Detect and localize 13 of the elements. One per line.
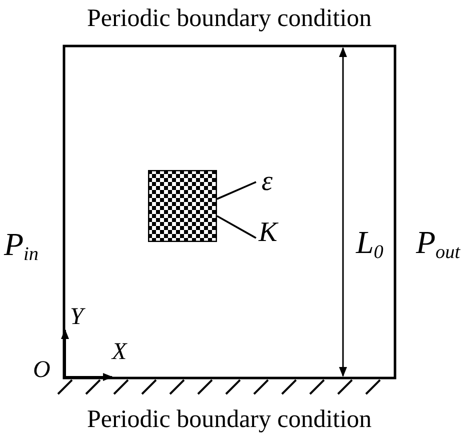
leader-line: [216, 181, 256, 200]
symbol-label: Y: [70, 305, 84, 329]
symbol-label: X: [112, 340, 127, 364]
checkerboard-porous-block: [148, 170, 217, 242]
property-symbol: ε: [261, 168, 273, 196]
symbol-label: O: [33, 358, 50, 382]
leader-line: [216, 215, 256, 239]
boundary-label: Periodic boundary condition: [87, 407, 372, 432]
property-symbol: K: [258, 219, 278, 247]
boundary-label: Periodic boundary condition: [87, 6, 372, 31]
symbol-label: P$_{out}$: [416, 226, 460, 262]
symbol-label: P$_{in}$: [4, 228, 38, 264]
symbol-label: L$_{0}$: [356, 226, 384, 262]
